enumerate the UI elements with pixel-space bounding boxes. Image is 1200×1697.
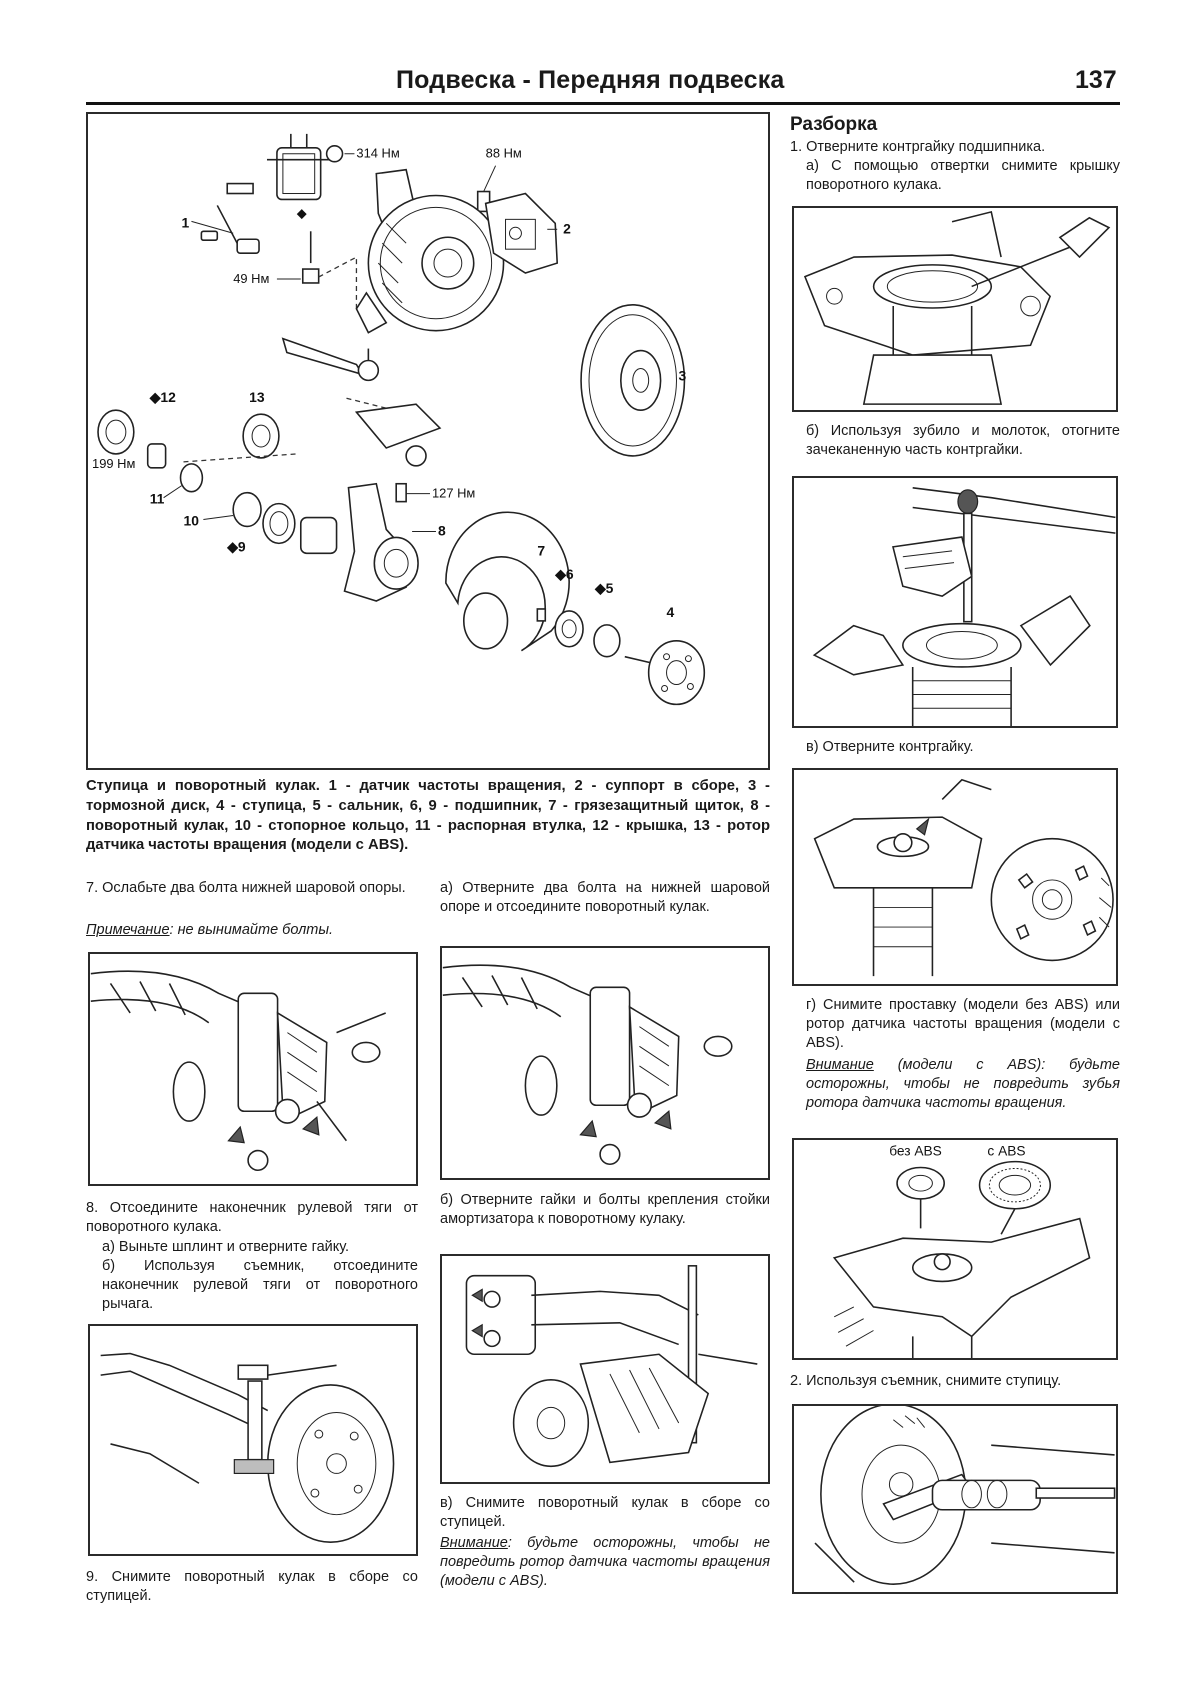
diamond-mark: ◆ — [297, 205, 307, 220]
hub-knuckle-exploded-figure: 314 Нм 88 Нм 1 ◆ 49 Нм — [86, 112, 770, 770]
step-2: 2. Используя съемник, снимите ступицу. — [790, 1373, 1062, 1389]
label-4: 4 — [667, 604, 675, 620]
torque-49-label: 49 Нм — [233, 271, 269, 286]
arrow-icon — [471, 1288, 483, 1303]
label-8: 8 — [438, 522, 446, 538]
page-number: 137 — [1075, 66, 1117, 94]
note-7: Примечание: не вынимайте болты. — [86, 921, 418, 940]
arrow-icon — [301, 1115, 320, 1136]
figure-chisel-locknut — [792, 476, 1118, 728]
knuckle-assembly — [355, 168, 505, 334]
label-2: 2 — [563, 220, 571, 236]
page-title: Подвеска - Передняя подвеска — [396, 66, 785, 94]
step-8a: а) Выньте шплинт и отверните гайку. — [102, 1239, 350, 1255]
torque-127-label: 127 Нм — [432, 486, 475, 501]
arrow-icon — [471, 1323, 483, 1338]
step-2a: а) Отверните два болта на нижней шаровой… — [440, 880, 770, 916]
step-2b: б) Отверните гайки и болты крепления сто… — [440, 1192, 770, 1228]
lower-arm — [354, 403, 442, 449]
label-abs: с ABS — [987, 1144, 1025, 1159]
label-3: 3 — [678, 367, 686, 383]
figure-tie-rod-puller — [88, 1324, 418, 1556]
step-8: 8. Отсоедините наконечник рулевой тяги о… — [86, 1200, 418, 1236]
bolt-127 — [395, 482, 407, 503]
main-figure-caption: Ступица и поворотный кулак. 1 - датчик ч… — [86, 778, 770, 854]
tie-rod — [281, 337, 365, 376]
oil-seal-5 — [593, 624, 621, 658]
arrow-icon — [653, 1109, 672, 1130]
warning-col2: Внимание: будьте осторожны, чтобы не пов… — [440, 1534, 770, 1591]
nut-49 — [301, 268, 320, 284]
warning-text: : будьте осторожны, чтобы не повредить р… — [440, 1535, 770, 1590]
bearing-6 — [536, 608, 584, 648]
warning-label: Внимание — [806, 1057, 874, 1073]
label-5: ◆5 — [594, 580, 614, 596]
bolt-88 — [476, 190, 491, 213]
figure-ball-joint-bolts — [440, 946, 770, 1180]
sensor-rotor-13 — [242, 413, 280, 459]
speed-sensor — [200, 205, 260, 254]
step-1g: г) Снимите проставку (модели без ABS) ил… — [806, 997, 1120, 1052]
figure-strut-bolts — [440, 1254, 770, 1484]
step-8b: б) Используя съемник, отсоедините наконе… — [102, 1258, 418, 1313]
brake-caliper — [484, 192, 559, 274]
bearing-9 — [262, 502, 338, 555]
cover-12 — [97, 409, 135, 455]
torque-199-label: 199 Нм — [92, 456, 135, 471]
torque-314-label: 314 Нм — [356, 146, 399, 161]
figure-knuckle-cover — [792, 206, 1118, 412]
arrow-icon — [579, 1119, 597, 1138]
warning-col3: Внимание (модели с ABS): будьте осторожн… — [806, 1056, 1120, 1113]
label-7: 7 — [537, 542, 545, 558]
hub-4 — [624, 639, 706, 706]
label-9: ◆9 — [226, 538, 246, 554]
label-10: 10 — [183, 512, 199, 528]
step-1b: б) Используя зубило и молоток, отогните … — [806, 423, 1120, 459]
step-1a: а) С помощью отвертки снимите крышку пов… — [806, 158, 1120, 194]
brake-disc — [580, 304, 686, 457]
warning-label: Внимание — [440, 1535, 508, 1551]
step-7: 7. Ослабьте два болта нижней шаровой опо… — [86, 880, 406, 896]
label-11: 11 — [150, 491, 165, 507]
spacer-11 — [179, 463, 204, 493]
label-6: ◆6 — [554, 566, 574, 582]
arrow-icon — [915, 817, 930, 836]
knuckle-8 — [343, 482, 419, 602]
label-1: 1 — [182, 214, 190, 230]
snap-ring-10 — [232, 491, 262, 528]
label-no-abs: без ABS — [889, 1144, 942, 1159]
note-text: : не вынимайте болты. — [169, 922, 334, 938]
exploded-view-drawing: 314 Нм 88 Нм 1 ◆ 49 Нм — [92, 133, 706, 706]
figure-spacer-rotor: без ABS с ABS — [792, 1138, 1118, 1360]
step-1: 1. Отверните контргайку подшипника. — [790, 139, 1046, 155]
strut-bracket — [226, 133, 331, 201]
step-2v: в) Снимите поворотный кулак в сборе со с… — [440, 1495, 770, 1531]
warning-text: (модели с ABS): будьте осторожны, чтобы … — [806, 1057, 1120, 1112]
nut-199 — [146, 443, 167, 469]
nut-314 — [325, 145, 344, 163]
figure-hub-puller — [792, 1404, 1118, 1594]
figure-remove-locknut — [792, 768, 1118, 986]
figure-lower-ball-joint — [88, 952, 418, 1186]
note-label: Примечание — [86, 922, 170, 938]
section-title: Разборка — [790, 114, 878, 135]
torque-88-label: 88 Нм — [486, 146, 522, 161]
label-12: ◆12 — [149, 389, 176, 405]
label-13: 13 — [249, 389, 265, 405]
arrow-icon — [227, 1125, 245, 1144]
step-1v: в) Отверните контргайку. — [806, 739, 974, 755]
header-rule — [86, 102, 1120, 105]
step-9: 9. Снимите поворотный кулак в сборе со с… — [86, 1569, 418, 1605]
dust-shield-7 — [445, 511, 570, 652]
